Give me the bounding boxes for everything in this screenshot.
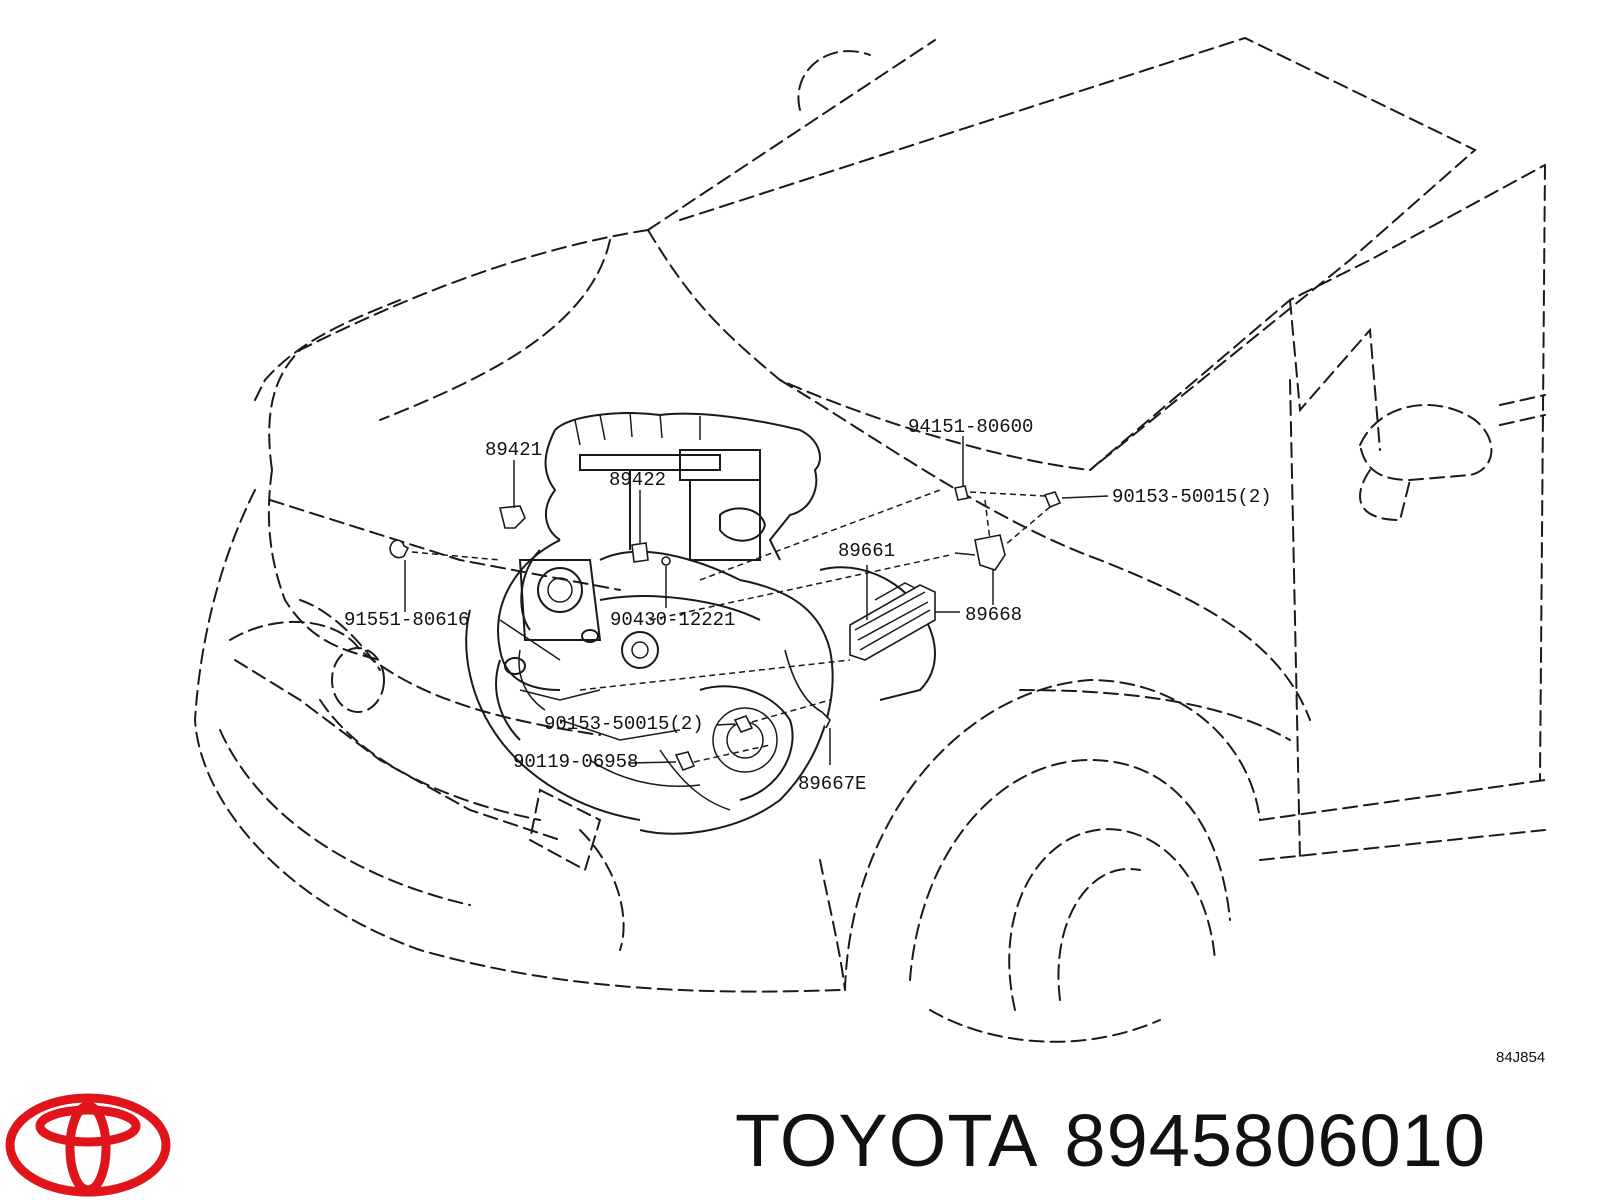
car-body-outline <box>193 36 1546 1043</box>
callout-90119-06958: 90119-06958 <box>513 751 638 773</box>
callout-labels: 89421 89422 94151-80600 90153-50015(2) 8… <box>344 416 1545 1066</box>
bolt-90153-lower <box>733 715 754 733</box>
bolt-90153-upper <box>1043 491 1062 509</box>
callout-91551-80616: 91551-80616 <box>344 609 469 631</box>
callout-90153-50015-lower: 90153-50015(2) <box>544 713 704 735</box>
sensor-89422 <box>631 542 649 563</box>
callout-89661: 89661 <box>838 540 895 562</box>
figure-code: 84J854 <box>1496 1049 1545 1066</box>
harness-89667E <box>784 649 831 729</box>
toyota-emblem-icon <box>5 1093 171 1197</box>
callout-90153-50015-upper: 90153-50015(2) <box>1112 486 1272 508</box>
bolt-90119 <box>674 751 696 772</box>
callout-90430-12221: 90430-12221 <box>610 609 735 631</box>
callout-89667E: 89667E <box>798 773 866 795</box>
callout-89421: 89421 <box>485 439 542 461</box>
ecu-89661 <box>849 584 936 661</box>
parts <box>389 485 1062 772</box>
bracket-89668 <box>974 534 1006 571</box>
brand-part-number: TOYOTA 8945806010 <box>735 1098 1585 1198</box>
engine-assembly <box>465 411 936 835</box>
bolt-91551 <box>389 539 410 559</box>
callout-89422: 89422 <box>609 469 666 491</box>
nut-94151 <box>954 485 969 501</box>
callout-89668: 89668 <box>965 604 1022 626</box>
leader-lines <box>404 436 1109 765</box>
callout-94151-80600: 94151-80600 <box>908 416 1033 438</box>
sensor-89421 <box>498 505 526 529</box>
brand-name: TOYOTA <box>735 1099 1039 1182</box>
part-number: 8945806010 <box>1064 1099 1486 1182</box>
